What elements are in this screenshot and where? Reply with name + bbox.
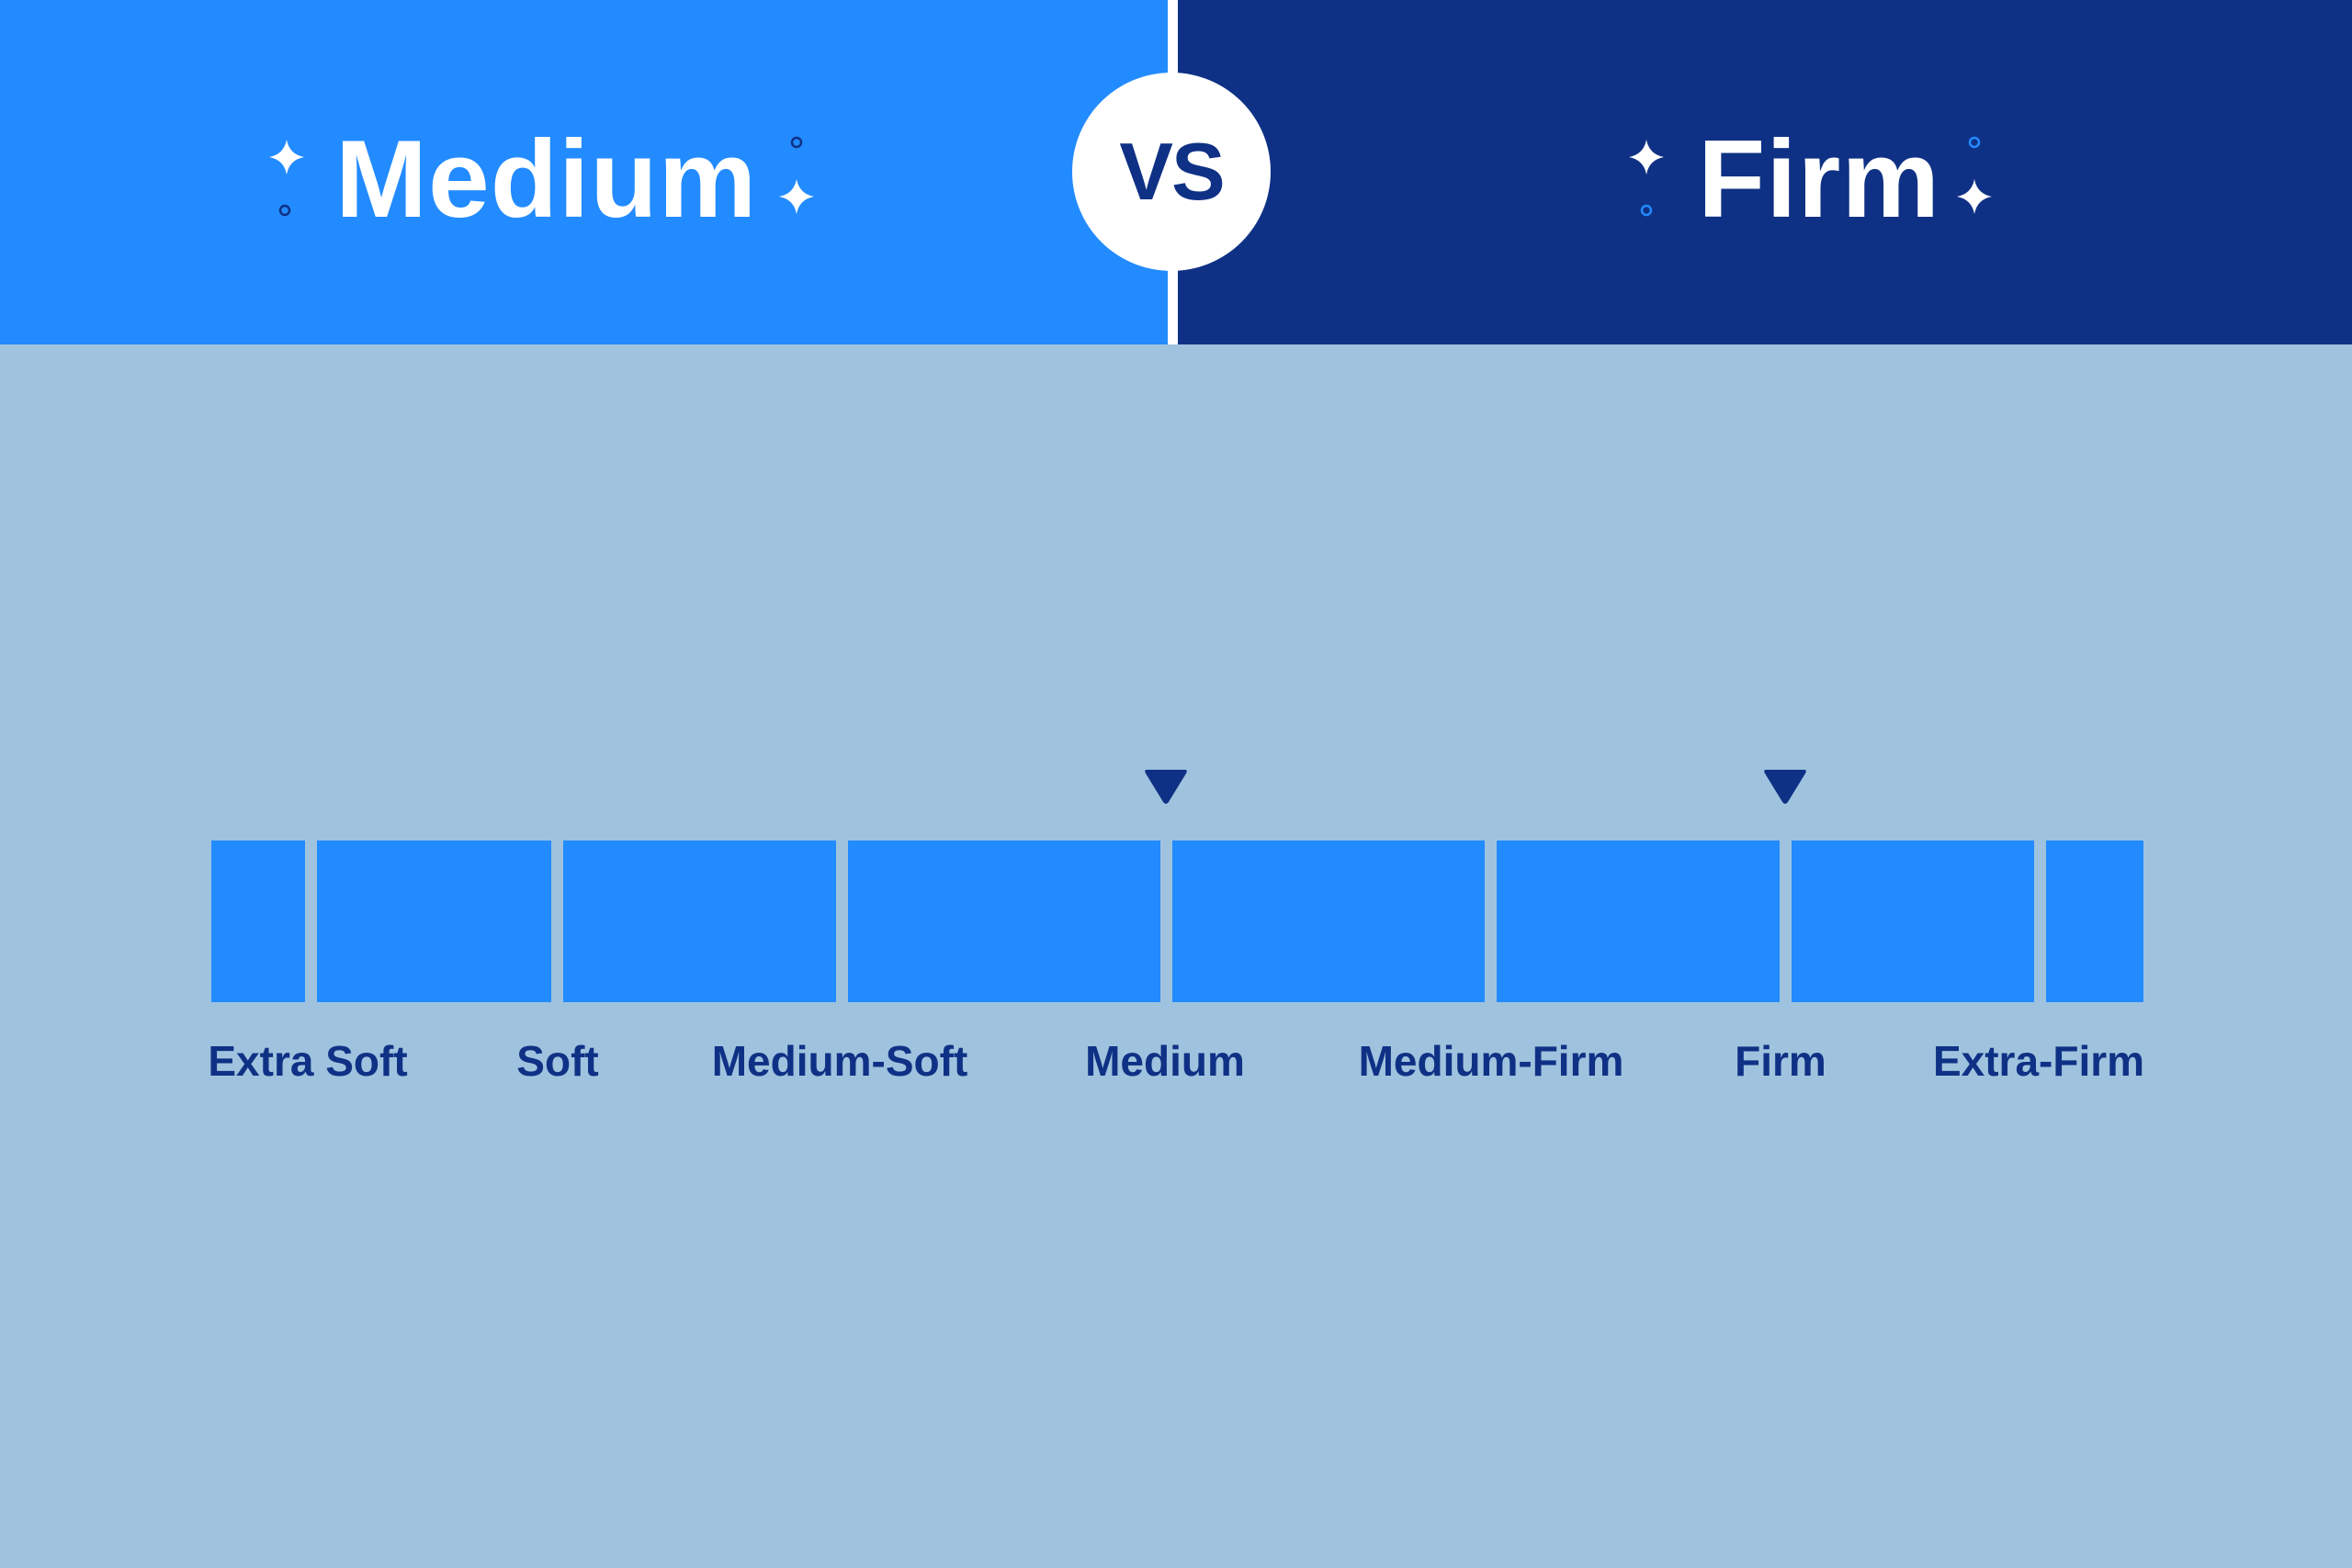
sparkle-icon	[1957, 179, 1992, 214]
medium-panel	[0, 0, 1168, 344]
level-label-firm: Firm	[1735, 1037, 1826, 1085]
level-label-soft: Soft	[516, 1037, 599, 1085]
scale-segment	[1792, 840, 2034, 1002]
vs-label: VS	[1119, 126, 1225, 217]
firm-marker-icon	[1764, 770, 1806, 804]
medium-title: Medium	[335, 118, 758, 241]
sparkle-icon	[1629, 140, 1664, 175]
level-label-medium: Medium	[1085, 1037, 1245, 1085]
scale-segment	[848, 840, 1160, 1002]
level-label-medium-soft: Medium-Soft	[711, 1037, 968, 1085]
scale-segment	[211, 840, 305, 1002]
ring-icon	[1640, 204, 1653, 217]
comparison-header: Medium VS Firm	[0, 0, 2352, 344]
firm-title: Firm	[1698, 118, 1941, 241]
vs-badge: VS	[1072, 73, 1271, 271]
sparkle-icon	[779, 179, 814, 214]
level-label-extra-soft: Extra Soft	[208, 1037, 408, 1085]
scale-segment	[2046, 840, 2143, 1002]
level-label-medium-firm: Medium-Firm	[1358, 1037, 1624, 1085]
ring-icon	[1968, 136, 1981, 149]
scale-segment	[563, 840, 836, 1002]
level-label-extra-firm: Extra-Firm	[1932, 1037, 2145, 1085]
scale-segment	[317, 840, 551, 1002]
medium-marker-icon	[1145, 770, 1187, 804]
firm-panel	[1178, 0, 2352, 344]
ring-icon	[790, 136, 803, 149]
sparkle-icon	[269, 140, 304, 175]
scale-segment	[1497, 840, 1780, 1002]
scale-segment	[1172, 840, 1485, 1002]
ring-icon	[278, 204, 291, 217]
